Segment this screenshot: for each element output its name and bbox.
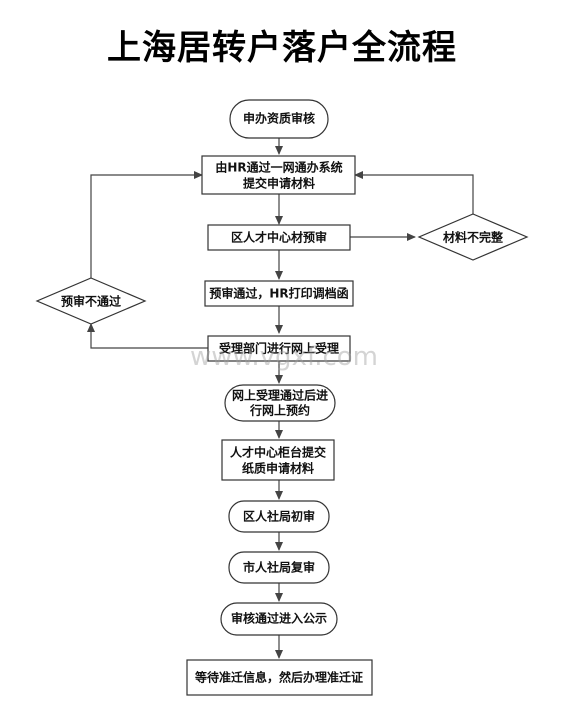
arrow-accept-to-prefail bbox=[87, 323, 208, 349]
node-start bbox=[229, 99, 329, 139]
node-district bbox=[228, 500, 330, 533]
node-reserve bbox=[224, 384, 336, 422]
page-title: 上海居转户落户全流程 bbox=[107, 28, 457, 68]
label-reserve-line1: 网上受理通过后进 bbox=[232, 388, 328, 403]
watermark: www.vgxf.com bbox=[190, 342, 379, 372]
node-publicity bbox=[220, 602, 338, 636]
connectors bbox=[87, 138, 474, 659]
label-city: 市人社局复审 bbox=[243, 560, 315, 575]
node-submit bbox=[201, 155, 356, 195]
label-reserve-line2: 行网上预约 bbox=[249, 403, 310, 418]
node-final bbox=[186, 659, 373, 696]
label-counter-line2: 纸质申请材料 bbox=[242, 461, 314, 476]
label-district: 区人社局初审 bbox=[243, 509, 315, 524]
label-prepass: 预审通过，HR打印调档函 bbox=[209, 286, 348, 301]
label-prefail: 预审不通过 bbox=[61, 294, 121, 309]
label-accept: 受理部门进行网上受理 bbox=[219, 341, 339, 356]
arrow-incomplete-to-submit bbox=[354, 171, 474, 214]
label-precheck: 区人才中心材预审 bbox=[231, 230, 327, 245]
label-submit-line2: 提交申请材料 bbox=[243, 176, 315, 191]
label-counter-line1: 人才中心柜台提交 bbox=[230, 445, 326, 460]
node-prefail bbox=[35, 277, 147, 325]
label-start: 申办资质审核 bbox=[243, 111, 315, 126]
node-prepass bbox=[204, 280, 354, 307]
node-city bbox=[228, 551, 330, 584]
arrow-prefail-to-submit bbox=[90, 171, 203, 278]
node-accept bbox=[207, 335, 351, 362]
node-counter bbox=[221, 439, 335, 481]
node-precheck bbox=[207, 224, 351, 251]
label-incomplete: 材料不完整 bbox=[442, 230, 503, 245]
label-submit-line1: 由HR通过一网通办系统 bbox=[215, 160, 342, 175]
label-publicity: 审核通过进入公示 bbox=[231, 611, 327, 626]
label-final: 等待准迁信息，然后办理准迁证 bbox=[194, 670, 363, 685]
node-incomplete bbox=[417, 213, 529, 261]
